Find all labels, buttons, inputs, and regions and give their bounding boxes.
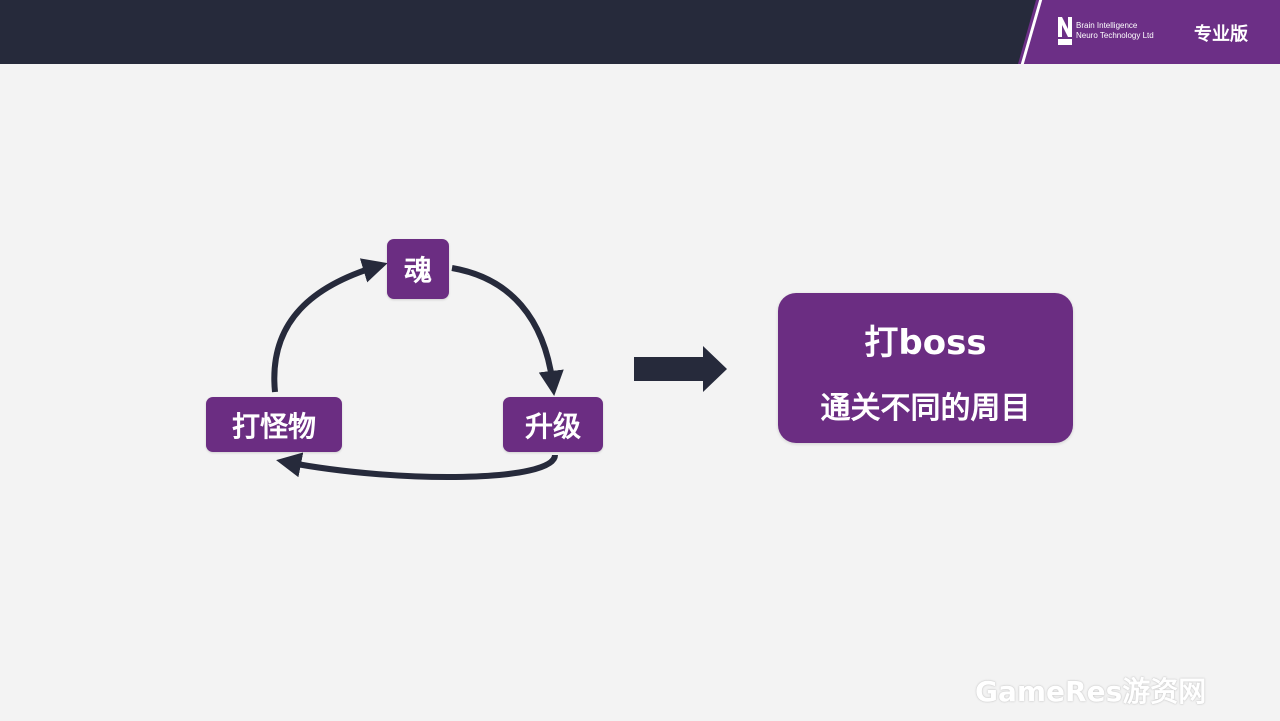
result-title: 打boss xyxy=(864,323,987,363)
brand-line1: Brain Intelligence xyxy=(1076,21,1138,30)
brand-panel: Brain Intelligence Neuro Technology Ltd … xyxy=(1018,0,1280,64)
edition-label: 专业版 xyxy=(1194,24,1248,45)
result-box: 打boss 通关不同的周目 xyxy=(778,293,1073,443)
arrow-hun-to-level xyxy=(451,265,564,397)
brand-name: Brain Intelligence Neuro Technology Ltd xyxy=(1076,21,1154,41)
brand-line2: Neuro Technology Ltd xyxy=(1076,31,1154,40)
arrow-level-to-fight xyxy=(276,452,558,481)
node-level-up: 升级 xyxy=(503,397,603,452)
arrow-to-result-icon xyxy=(634,346,727,392)
arrow-fight-to-hun xyxy=(271,258,388,393)
node-fight-monsters: 打怪物 xyxy=(206,397,342,452)
result-subtitle: 通关不同的周目 xyxy=(820,391,1031,426)
brand-logo-icon xyxy=(1058,17,1072,45)
node-hun: 魂 xyxy=(387,239,449,299)
watermark: GameRes游资网 xyxy=(975,675,1207,708)
